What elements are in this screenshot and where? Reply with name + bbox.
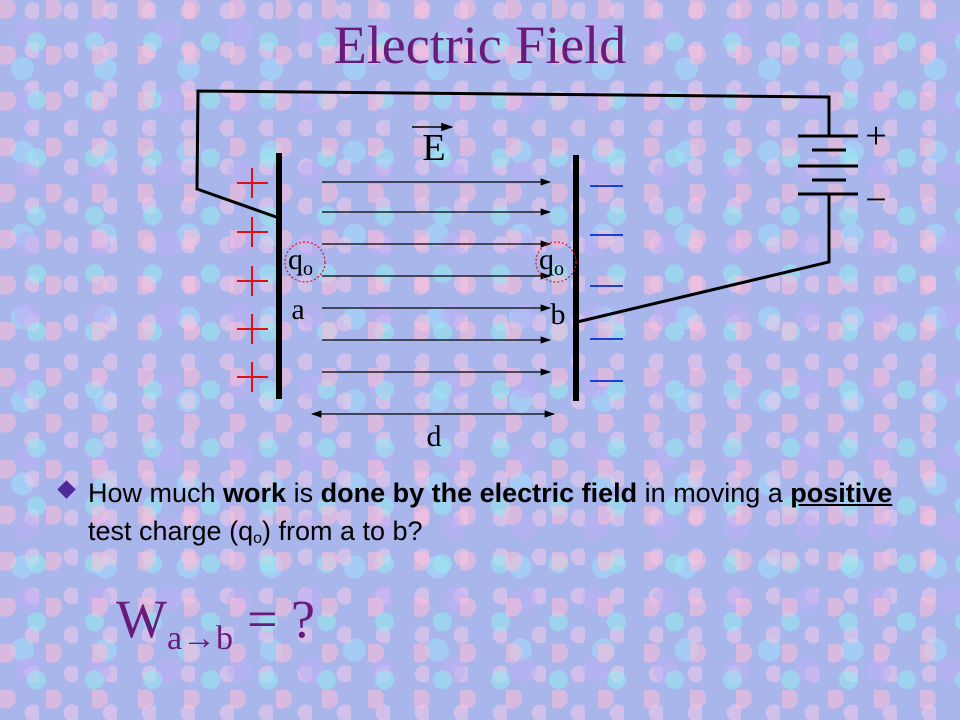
battery-plus-label: + (865, 115, 886, 157)
positive-plate (276, 153, 282, 399)
point-b-label: b (551, 298, 566, 331)
question-subscript: o (253, 530, 262, 547)
slide-title: Electric Field (333, 15, 627, 75)
question-part: in moving a (637, 478, 791, 508)
question-part: is (286, 478, 321, 508)
charge-q-symbol: q (539, 243, 554, 276)
test-charge-b-label: qo (539, 243, 564, 280)
test-charge-a-label: qo (288, 243, 313, 280)
positive-charges (237, 168, 268, 392)
question-part: ) from a to b? (262, 516, 423, 546)
question-emphasis-positive: positive (790, 478, 893, 508)
test-charge-a-marker (284, 241, 326, 283)
question-emphasis-field: done by the electric field (320, 478, 638, 508)
capacitor-diagram: + − E qo qo a b d (195, 89, 887, 453)
field-label: E (422, 127, 445, 169)
work-formula: Wa→b = ? (116, 588, 315, 657)
circuit-wire (195, 89, 831, 324)
charge-subscript: o (303, 258, 313, 280)
charge-q-symbol: q (288, 243, 303, 276)
work-symbol: W (116, 589, 167, 649)
formula-rhs: = ? (247, 589, 315, 649)
negative-plate (573, 155, 579, 401)
battery-symbol (798, 134, 858, 196)
negative-charges (590, 185, 623, 382)
question-part: test charge (q (88, 516, 254, 546)
test-charge-b-marker (535, 241, 577, 283)
field-lines (322, 178, 552, 376)
charge-subscript: o (554, 258, 564, 280)
diamond-bullet-icon (57, 480, 76, 499)
distance-label: d (427, 420, 442, 453)
question-emphasis-work: work (223, 478, 287, 508)
work-subscript: a→b (166, 620, 234, 657)
question-part: How much (88, 478, 224, 508)
point-a-label: a (291, 293, 304, 326)
battery-minus-label: − (865, 179, 886, 221)
question-text: How much work is done by the electric fi… (88, 474, 918, 558)
